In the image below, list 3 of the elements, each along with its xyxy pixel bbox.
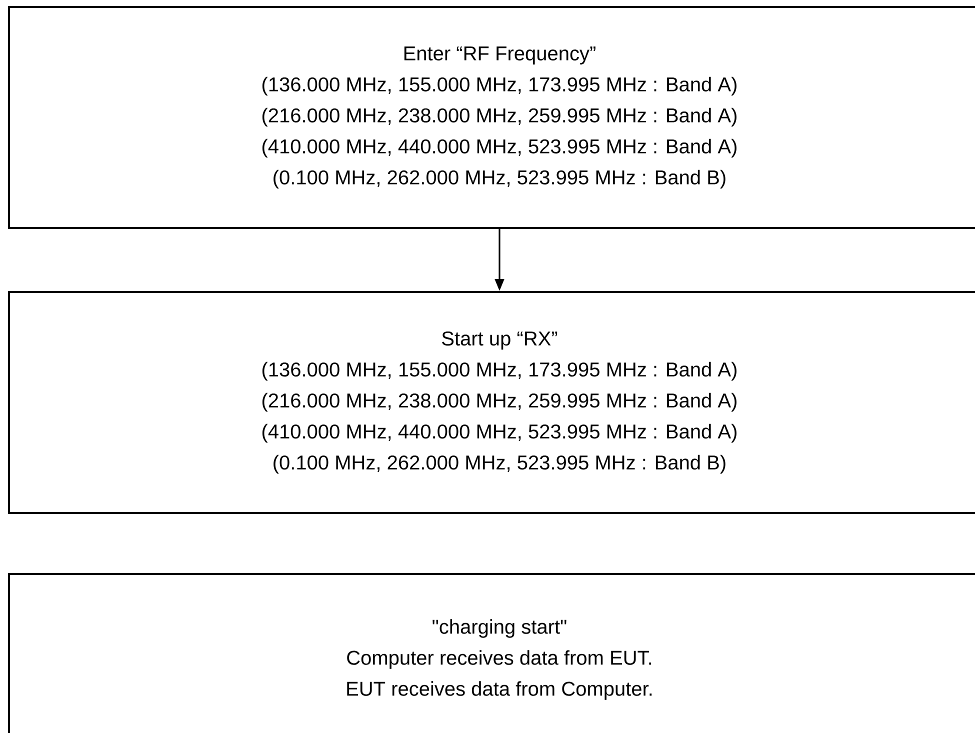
process-box: "charging start" Computer receives data from EUT. EUT receives data from Computer. xyxy=(8,573,975,733)
process-box: Enter “RF Frequency” (136.000 MHz, 155.000 MHz, 173.995 MHz : Band A) (216.000 MHz, 238.000 MHz, 259.995 MHz : Band A) (410.000 MHz, 440.000 MHz, 523.995 MHz : Band A) (0.100 MHz, 262.000 MHz, 523.995 MHz : Band B) xyxy=(8,6,975,229)
process-box: Start up “RX” (136.000 MHz, 155.000 MHz, 173.995 MHz : Band A) (216.000 MHz, 238.000 MHz, 259.995 MHz : Band A) (410.000 MHz, 440.000 MHz, 523.995 MHz : Band A) (0.100 MHz, 262.000 MHz, 523.995 MHz : Band B) xyxy=(8,291,975,514)
